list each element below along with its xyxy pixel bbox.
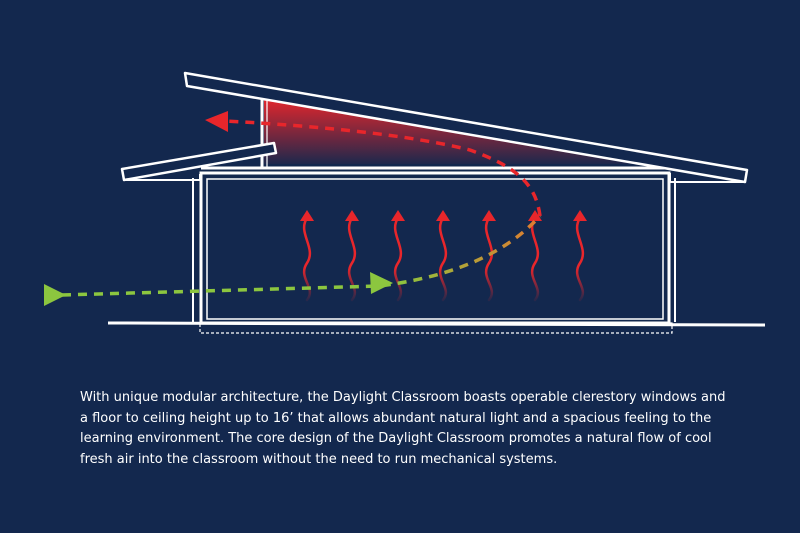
cool-air-flow xyxy=(61,214,542,297)
lower-roof xyxy=(120,141,278,182)
arrowhead-up xyxy=(345,210,359,221)
arrowhead-up xyxy=(436,210,450,221)
warm-air-exhaust-flow xyxy=(224,119,542,217)
warm-air-wave xyxy=(530,216,540,302)
arrowhead-up xyxy=(573,210,587,221)
arrowhead-up xyxy=(528,210,542,221)
warm-air-wave xyxy=(575,216,585,302)
warm-air-wave xyxy=(484,216,494,302)
arrowhead-up xyxy=(300,210,314,221)
warm-air-arrowheads xyxy=(300,210,587,221)
warm-air-arrow-exit xyxy=(205,111,228,132)
description-caption: With unique modular architecture, the Da… xyxy=(80,390,726,467)
arrowhead-up xyxy=(391,210,405,221)
warm-air-wave xyxy=(302,216,312,302)
arrowhead-up xyxy=(482,210,496,221)
cool-air-arrow-mid xyxy=(370,272,393,294)
warm-air-wave xyxy=(347,216,357,302)
lower-roof-eave xyxy=(124,174,201,181)
cool-air-arrow-start xyxy=(44,284,66,306)
classroom-wall-inner xyxy=(206,178,664,320)
classroom-airflow-diagram xyxy=(44,71,766,334)
warm-air-wave xyxy=(393,216,403,302)
classroom-wall-outer xyxy=(199,171,671,325)
warm-air-wave xyxy=(438,216,448,302)
upper-roof-eave xyxy=(669,173,745,183)
warm-air-waves xyxy=(302,216,585,302)
